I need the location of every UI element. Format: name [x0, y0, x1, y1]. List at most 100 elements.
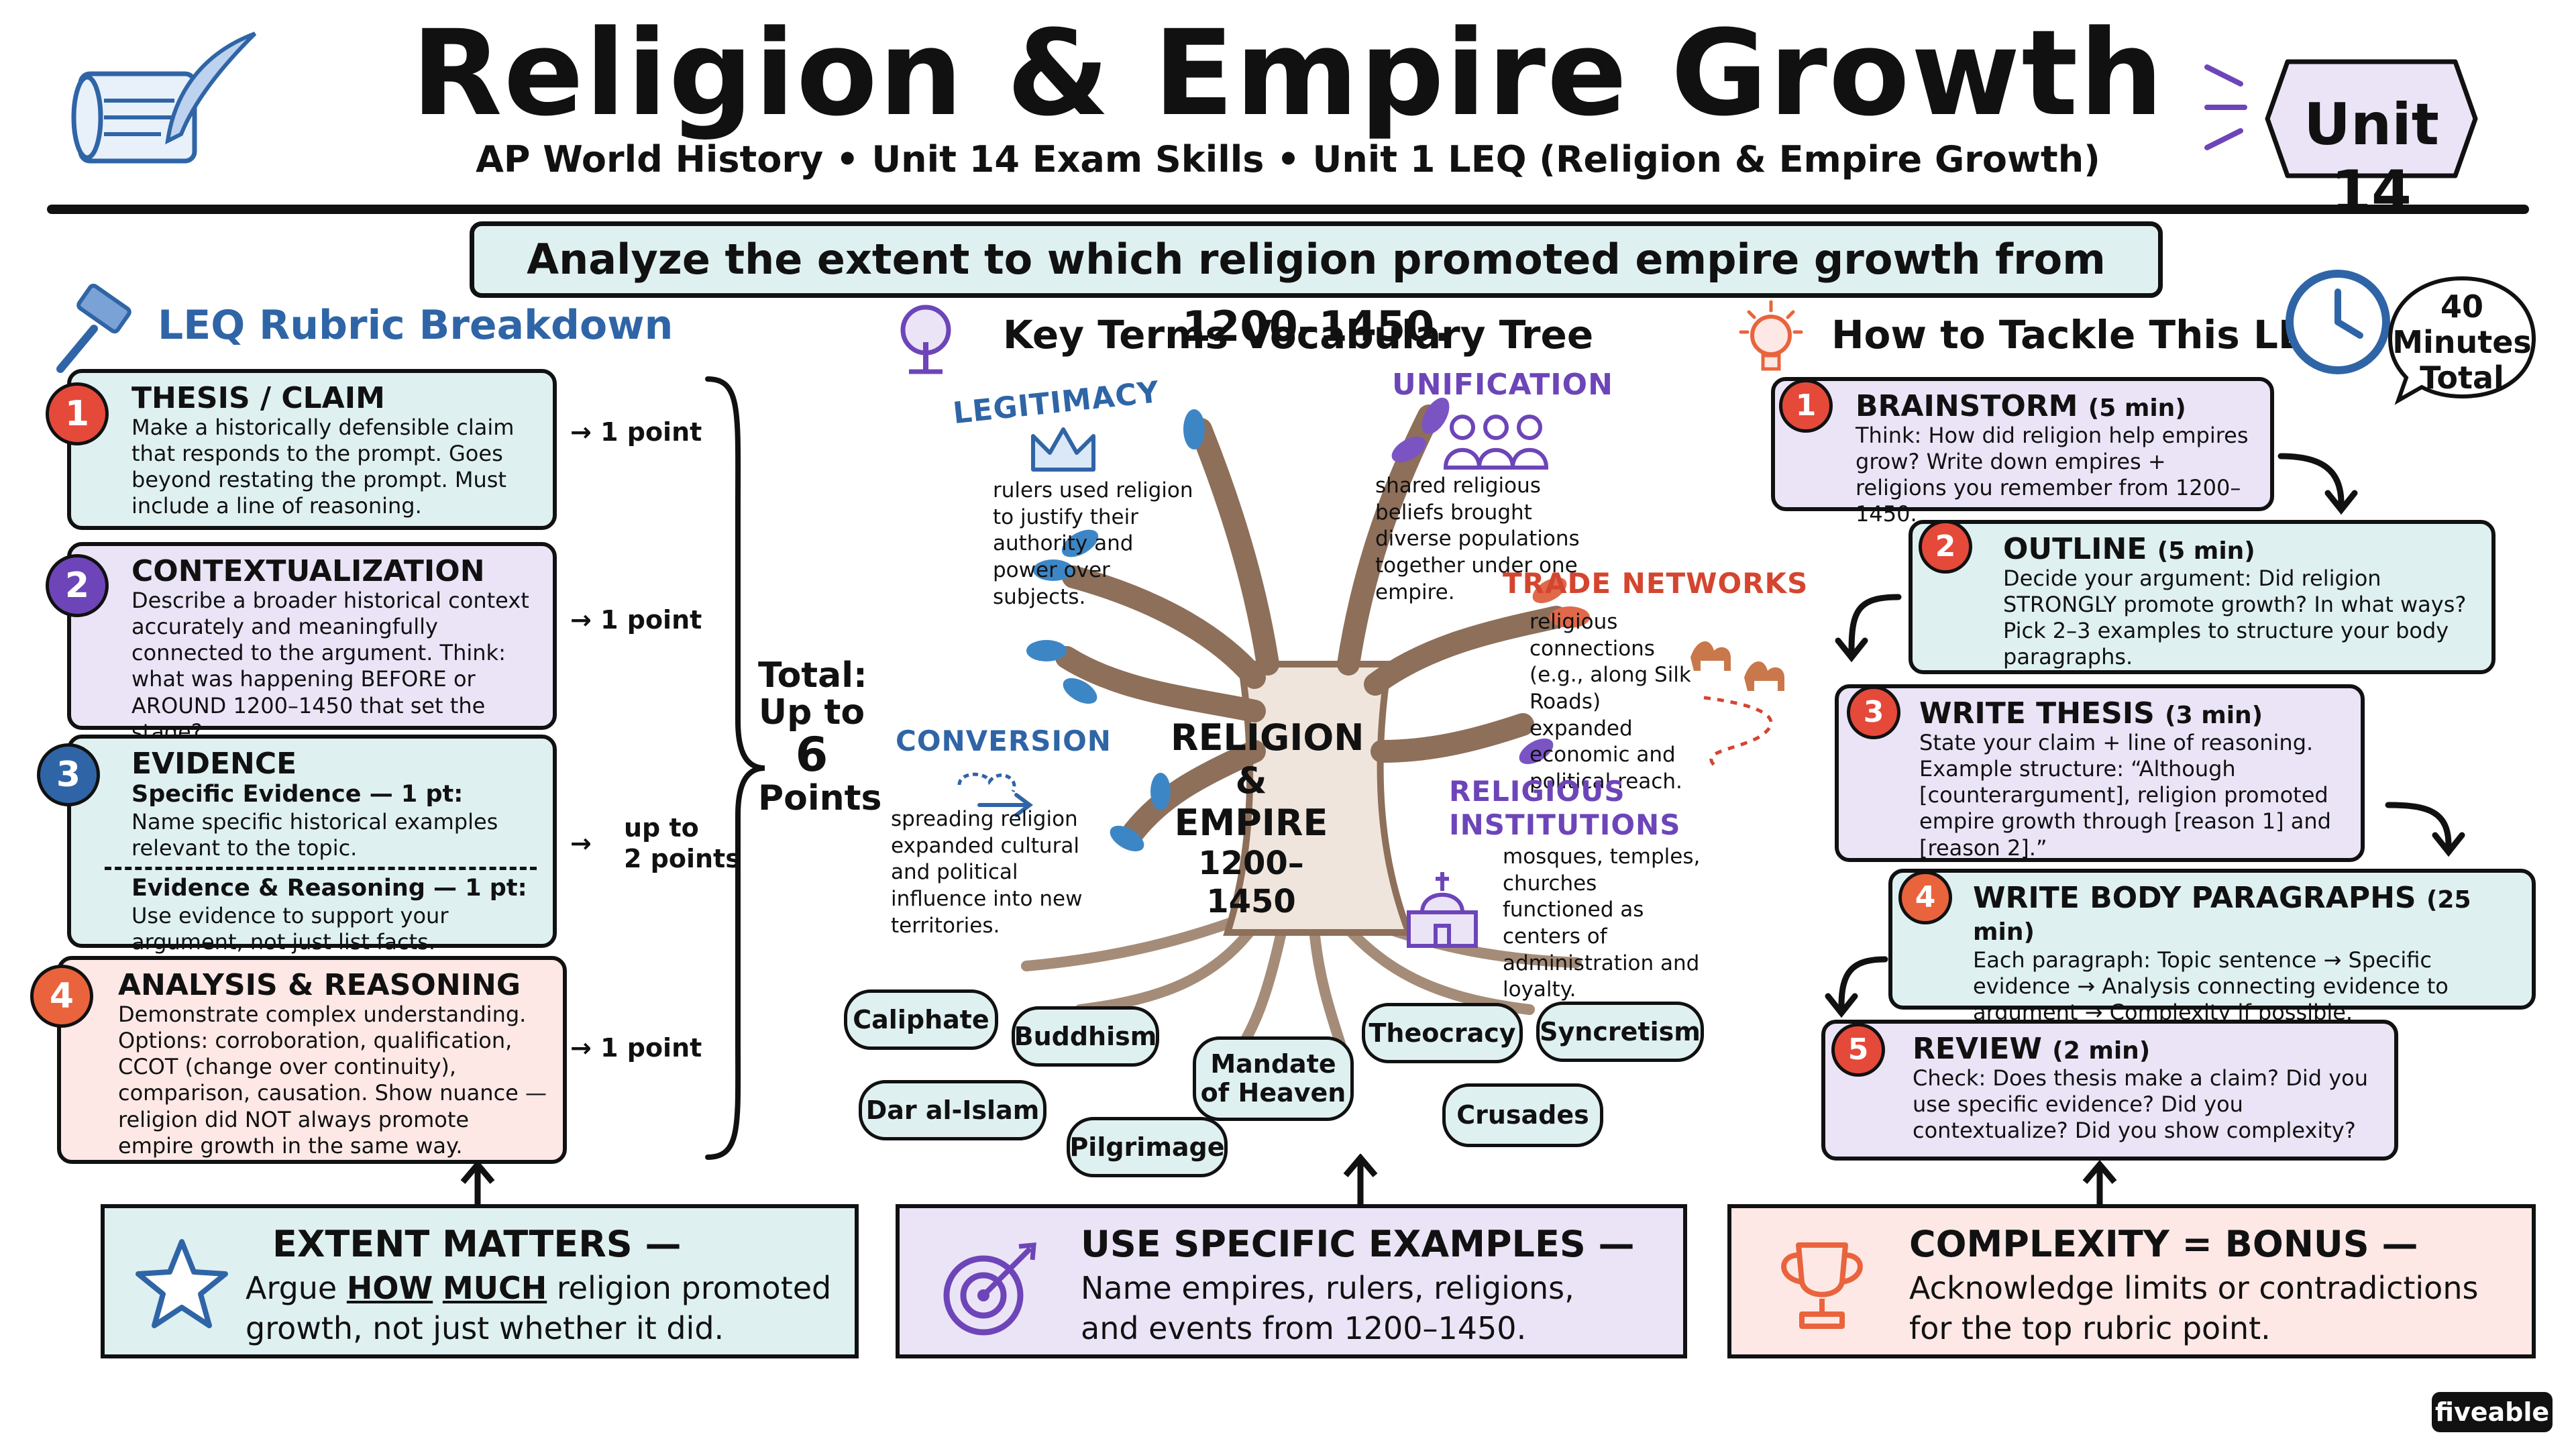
total-points: Total: Up to 6 Points	[758, 655, 882, 818]
branch-label-conversion: CONVERSION	[896, 724, 1112, 757]
step-number-4: 4	[1898, 871, 1952, 924]
banner-examples-title: USE SPECIFIC EXAMPLES —	[1081, 1223, 1635, 1265]
step-body-thesis: State your claim + line of reasoning. Ex…	[1919, 730, 2331, 861]
branch-text-legitimacy: rulers used religion to justify their au…	[993, 478, 1193, 609]
banner-extent: EXTENT MATTERS — Argue HOW MUCH religion…	[101, 1204, 859, 1358]
branch-text-trade: religious connections (e.g., along Silk …	[1529, 610, 1691, 794]
rubric-card-analysis: ANALYSIS & REASONING Demonstrate complex…	[57, 956, 567, 1164]
trunk-line-4: 1200–1450	[1198, 845, 1304, 920]
rubric-points-evidence-2: 2 points	[624, 844, 741, 873]
unit-badge: Unit 14	[2261, 48, 2482, 225]
step-title-body: WRITE BODY PARAGRAPHS	[1973, 881, 2416, 915]
banner-extent-body-1: Argue HOW MUCH religion promoted	[246, 1269, 831, 1309]
timer-line-1: 40	[2440, 288, 2483, 325]
branch-text-institutions: mosques, temples, churches functioned as…	[1503, 845, 1701, 1002]
step-time-brainstorm: (5 min)	[2088, 394, 2186, 422]
trunk-line-2: &	[1235, 759, 1267, 802]
page-title: Religion & Empire Growth	[411, 5, 2165, 142]
rubric-points-context: → 1 point	[570, 605, 702, 635]
step-body-brainstorm: Think: How did religion help empires gro…	[1856, 423, 2249, 527]
banner-extent-space	[433, 1270, 443, 1306]
trunk-label: RELIGION & EMPIRE 1200–1450	[1171, 716, 1364, 920]
rubric-card-thesis: THESIS / CLAIM Make a historically defen…	[67, 369, 557, 530]
banner-complexity-body-1: Acknowledge limits or contradictions	[1909, 1270, 2479, 1306]
people-icon	[1442, 411, 1550, 471]
step-body-outline: Decide your argument: Did religion STRON…	[2003, 566, 2467, 670]
branch-label-unification: UNIFICATION	[1392, 368, 1613, 402]
total-line-2: Up to	[758, 692, 865, 733]
rubric-body-analysis: Demonstrate complex understanding. Optio…	[118, 1002, 547, 1159]
step-title-brainstorm: BRAINSTORM	[1856, 389, 2078, 423]
timer-line-2: Minutes	[2392, 323, 2532, 360]
tackle-heading: How to Tackle This LEQ	[1831, 312, 2338, 358]
rubric-number-1: 1	[46, 382, 109, 445]
rubric-card-context: CONTEXTUALIZATION Describe a broader his…	[67, 542, 557, 745]
total-line-1: Total:	[758, 655, 867, 696]
rubric-points-analysis: → 1 point	[570, 1033, 702, 1063]
trunk-line-3: EMPIRE	[1174, 802, 1328, 845]
banner-examples-body-1: Name empires, rulers, religions,	[1081, 1270, 1574, 1306]
scroll-quill-icon	[67, 27, 262, 181]
branch-label-institutions-2: INSTITUTIONS	[1449, 808, 1681, 841]
camel-icon	[1677, 617, 1798, 771]
total-bracket	[701, 372, 768, 1164]
branch-label-trade: TRADE NETWORKS	[1503, 567, 1809, 600]
step-card-review: REVIEW (2 min) Check: Does thesis make a…	[1821, 1020, 2398, 1161]
trunk-line-1: RELIGION	[1171, 716, 1364, 759]
step-time-outline: (5 min)	[2157, 537, 2255, 565]
evidence-sub1-body: Name specific historical examples releva…	[131, 809, 498, 861]
rubric-body-thesis: Make a historically defensible claim tha…	[131, 415, 515, 519]
banner-extent-how: HOW	[346, 1270, 433, 1306]
evidence-divider	[105, 867, 537, 871]
page-subtitle: AP World History • Unit 14 Exam Skills •…	[476, 138, 2100, 180]
banner-complexity: COMPLEXITY = BONUS — Acknowledge limits …	[1727, 1204, 2536, 1358]
evidence-sub1-title: Specific Evidence — 1 pt:	[131, 781, 464, 808]
step-number-1: 1	[1779, 379, 1833, 433]
timer-bubble: 40 Minutes Total	[2385, 272, 2539, 406]
banner-extent-title: EXTENT MATTERS —	[272, 1223, 682, 1265]
branch-text-conversion: spreading religion expanded cultural and…	[891, 807, 1083, 938]
banner-extent-pre: Argue	[246, 1270, 347, 1306]
trophy-icon	[1772, 1235, 1872, 1336]
rubric-number-4: 4	[30, 965, 93, 1028]
root-term-pilgrimage: Pilgrimage	[1067, 1117, 1228, 1177]
rubric-number-2: 2	[46, 554, 109, 617]
arrow-up-icon	[458, 1160, 498, 1214]
evidence-arrow: →	[570, 828, 592, 858]
clock-icon	[2281, 265, 2395, 379]
step-time-body: (25 min)	[1973, 886, 2471, 947]
rubric-title-evidence: EVIDENCE	[131, 747, 297, 781]
branch-label-institutions-1: RELIGIOUS	[1449, 775, 1625, 808]
sparkle-icon	[2200, 54, 2254, 161]
step-card-outline: OUTLINE (5 min) Decide your argument: Di…	[1909, 520, 2496, 674]
banner-extent-post: religion promoted	[547, 1270, 832, 1306]
star-icon	[131, 1235, 232, 1336]
conversion-arrow-icon	[953, 765, 1040, 818]
header-divider	[47, 205, 2529, 214]
unit-badge-label: Unit 14	[2304, 91, 2439, 225]
tree-icon	[889, 302, 963, 376]
step-title-thesis: WRITE THESIS	[1919, 696, 2155, 731]
lightbulb-icon	[1734, 299, 1808, 379]
step-number-5: 5	[1831, 1023, 1885, 1077]
root-term-dar-al-islam: Dar al-Islam	[859, 1080, 1046, 1140]
rubric-title-analysis: ANALYSIS & REASONING	[118, 968, 521, 1002]
step-number-3: 3	[1847, 686, 1900, 739]
root-term-theocracy: Theocracy	[1362, 1003, 1523, 1063]
banner-complexity-body-2: for the top rubric point.	[1909, 1310, 2271, 1346]
rubric-title-context: CONTEXTUALIZATION	[131, 554, 485, 588]
root-term-mandate: Mandate of Heaven	[1193, 1036, 1354, 1121]
banner-extent-much: MUCH	[442, 1270, 547, 1306]
root-term-caliphate: Caliphate	[844, 989, 998, 1050]
step-number-2: 2	[1919, 520, 1972, 574]
rubric-card-evidence: EVIDENCE Specific Evidence — 1 pt: Name …	[67, 735, 557, 955]
vocab-tree-illustration	[879, 376, 1731, 1080]
root-term-crusades: Crusades	[1442, 1083, 1603, 1147]
banner-examples: USE SPECIFIC EXAMPLES — Name empires, ru…	[896, 1204, 1687, 1358]
rubric-points-evidence-1: up to	[624, 813, 699, 843]
arrow-up-icon	[1340, 1153, 1381, 1211]
total-line-4: Points	[758, 777, 882, 818]
evidence-sub2-body: Use evidence to support your argument, n…	[131, 902, 449, 955]
rubric-body-context: Describe a broader historical context ac…	[131, 588, 529, 745]
gavel-icon	[47, 282, 141, 376]
